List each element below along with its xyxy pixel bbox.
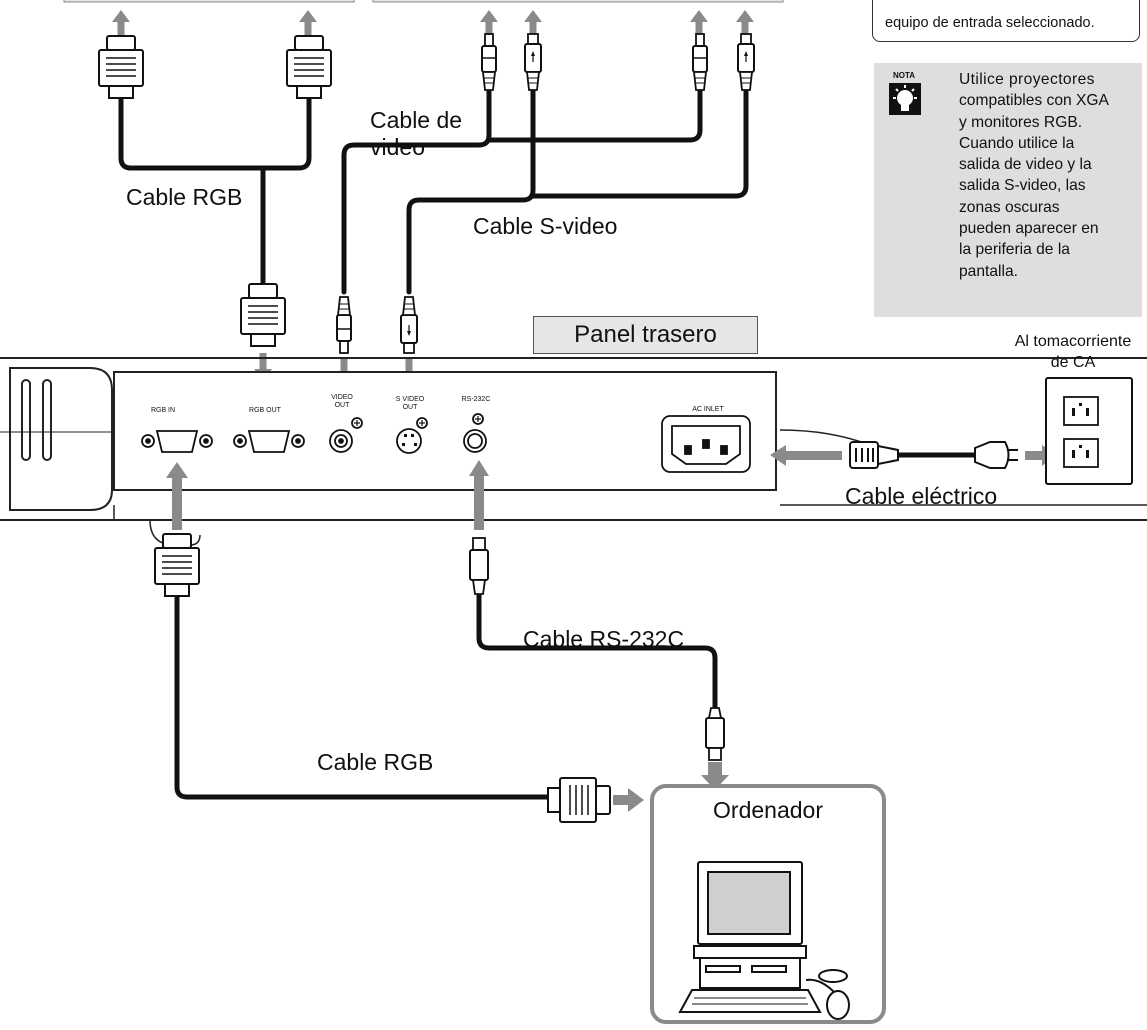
label-cable-rs232c: Cable RS-232C (523, 626, 685, 652)
nota-label: NOTA (893, 71, 916, 80)
label-tomacorriente-1: Al tomacorriente (1014, 333, 1132, 350)
nota-line: salida de video y la (959, 156, 1092, 174)
lightbulb-icon (889, 83, 921, 115)
nota-line: Utilice proyectores (959, 71, 1095, 88)
nota-line: pantalla. (959, 262, 1018, 280)
nota-line: la periferia de la (959, 241, 1070, 259)
port-svideo-out-2: OUT (402, 404, 418, 411)
label-cable-electrico: Cable eléctrico (845, 483, 998, 509)
port-rgb-in: RGB IN (150, 407, 176, 414)
panel-trasero-label: Panel trasero (533, 316, 758, 354)
top-note: equipo de entrada seleccionado. (872, 0, 1140, 42)
label-cable-video-2: video (370, 134, 425, 160)
label-ordenador: Ordenador (713, 797, 823, 823)
port-rgb-out: RGB OUT (249, 407, 281, 414)
label-cable-video-1: Cable de (370, 107, 463, 133)
nota-line: Cuando utilice la (959, 134, 1075, 152)
label-cable-svideo: Cable S-video (473, 213, 618, 239)
nota-line: zonas oscuras (959, 198, 1060, 216)
nota-line: y monitores RGB. (959, 113, 1083, 131)
nota-line: salida S-video, las (959, 177, 1086, 195)
label-cable-rgb-bottom: Cable RGB (317, 749, 434, 775)
label-tomacorriente-2: de CA (1050, 354, 1096, 371)
nota-line: compatibles con XGA (959, 92, 1109, 110)
nota-line: pueden aparecer en (959, 220, 1099, 238)
label-cable-rgb-top: Cable RGB (126, 184, 243, 210)
port-video-out-1: VIDEO (331, 394, 353, 401)
nota-text: Utilice proyectores compatibles con XGA … (959, 69, 1133, 282)
port-ac-inlet: AC INLET (692, 406, 724, 413)
nota-box: NOTA Utilice proyectores compatibles con… (874, 63, 1142, 317)
port-svideo-out-1: S VIDEO (395, 396, 425, 403)
port-video-out-2: OUT (334, 402, 350, 409)
port-rs232c: RS-232C (461, 396, 491, 403)
top-note-text: equipo de entrada seleccionado. (885, 15, 1095, 31)
